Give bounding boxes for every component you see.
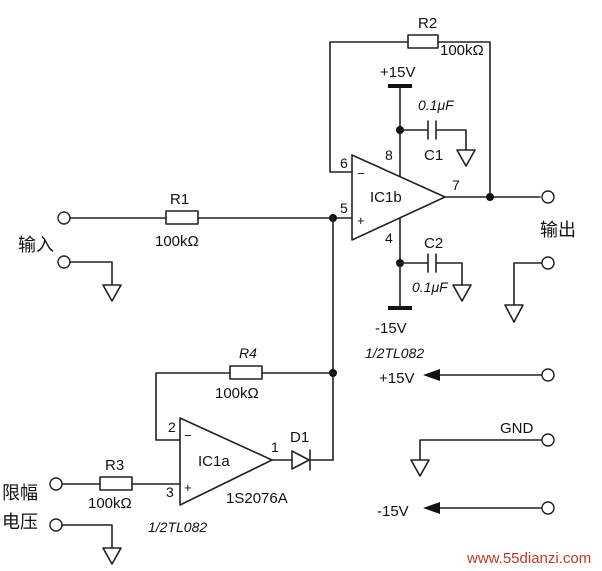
supply-pos-label: +15V <box>379 370 414 387</box>
ground-icon <box>452 284 472 302</box>
ic1a-minus-sign: − <box>184 428 192 443</box>
r1-ref: R1 <box>170 191 189 208</box>
output-gnd-terminal[interactable] <box>541 256 555 270</box>
ic1b-pin-6: 6 <box>340 155 348 171</box>
ic1a-label: IC1a <box>198 453 230 470</box>
ground-icon <box>102 284 122 302</box>
input-ground-wire <box>69 261 113 286</box>
resistor-r1 <box>165 210 199 225</box>
ic1b-pin-4: 4 <box>385 230 393 246</box>
ic-vneg-label: -15V <box>375 320 407 337</box>
vneg-bar <box>388 306 412 310</box>
r2-wire-right <box>437 41 491 198</box>
ic1b-pin-8: 8 <box>385 147 393 163</box>
r3-ref: R3 <box>105 457 124 474</box>
ground-icon <box>456 149 476 167</box>
r4-value: 100kΩ <box>215 385 259 402</box>
c1-value: 0.1μF <box>418 97 455 113</box>
limit-ground-wire <box>61 524 113 549</box>
watermark: www.55dianzi.com <box>466 550 591 567</box>
c1-ref: C1 <box>424 147 443 164</box>
input-terminal[interactable] <box>57 211 71 225</box>
r2-ref: R2 <box>418 15 437 32</box>
opamp-ic1a: − + IC1a <box>179 417 273 506</box>
arrow-left-icon <box>423 502 440 514</box>
ic1b-minus-sign: − <box>357 166 365 181</box>
ground-icon <box>410 459 430 477</box>
r4-wire-left <box>155 372 231 441</box>
output-port-label: 输出 <box>540 220 576 241</box>
c2-ref: C2 <box>424 235 443 252</box>
diode-d1 <box>291 450 310 470</box>
capacitor-c1 <box>399 120 467 151</box>
d1-ref: D1 <box>290 429 309 446</box>
ic1b-pin-5: 5 <box>340 200 348 216</box>
r4-ref: R4 <box>239 345 257 361</box>
arrow-left-icon <box>423 369 440 381</box>
ic1b-part: 1/2TL082 <box>365 345 424 361</box>
limit-port-label-line2: 电压 <box>2 512 38 533</box>
supply-neg-terminal[interactable] <box>541 501 555 515</box>
r1-value: 100kΩ <box>155 233 199 250</box>
supply-gnd-label: GND <box>500 420 534 437</box>
ic1b-pin-7: 7 <box>452 177 460 193</box>
r2-value: 100kΩ <box>440 42 484 59</box>
c2-value: 0.1μF <box>412 279 449 295</box>
resistor-r4 <box>229 365 263 380</box>
ic1a-pin-3: 3 <box>166 484 174 500</box>
limit-gnd-terminal[interactable] <box>49 518 63 532</box>
ground-icon <box>102 547 122 565</box>
capacitor-c2 <box>399 253 463 286</box>
opamp-ic1b-body <box>351 154 446 241</box>
supply-gnd-terminal[interactable] <box>541 433 555 447</box>
supply-pos-terminal[interactable] <box>541 368 555 382</box>
r3-value: 100kΩ <box>88 495 132 512</box>
resistor-r3 <box>99 476 133 491</box>
r2-wire-left <box>329 41 409 173</box>
ic-vpos-label: +15V <box>380 64 415 81</box>
ic1b-plus-sign: + <box>357 213 365 228</box>
ic1a-part: 1/2TL082 <box>148 519 207 535</box>
ic1a-pin-2: 2 <box>168 419 176 435</box>
ic1b-label: IC1b <box>370 189 402 206</box>
ground-icon <box>504 304 524 323</box>
supply-neg-label: -15V <box>377 503 409 520</box>
output-terminal[interactable] <box>541 190 555 204</box>
limit-terminal[interactable] <box>49 477 63 491</box>
vpos-bar <box>388 84 412 88</box>
input-port-label: 输入 <box>18 235 54 256</box>
d1-part: 1S2076A <box>226 490 288 507</box>
resistor-r2 <box>407 34 439 49</box>
supply-gnd-wire <box>419 439 543 461</box>
output-junction <box>486 193 494 201</box>
opamp-ic1a-body <box>179 417 273 506</box>
input-gnd-terminal[interactable] <box>57 255 71 269</box>
output-ground-wire <box>513 262 549 306</box>
opamp-ic1b: − + IC1b <box>351 154 446 241</box>
limit-port-label-line1: 限幅 <box>2 483 38 504</box>
ic1a-plus-sign: + <box>184 480 192 495</box>
ic1a-pin-1: 1 <box>271 439 279 455</box>
